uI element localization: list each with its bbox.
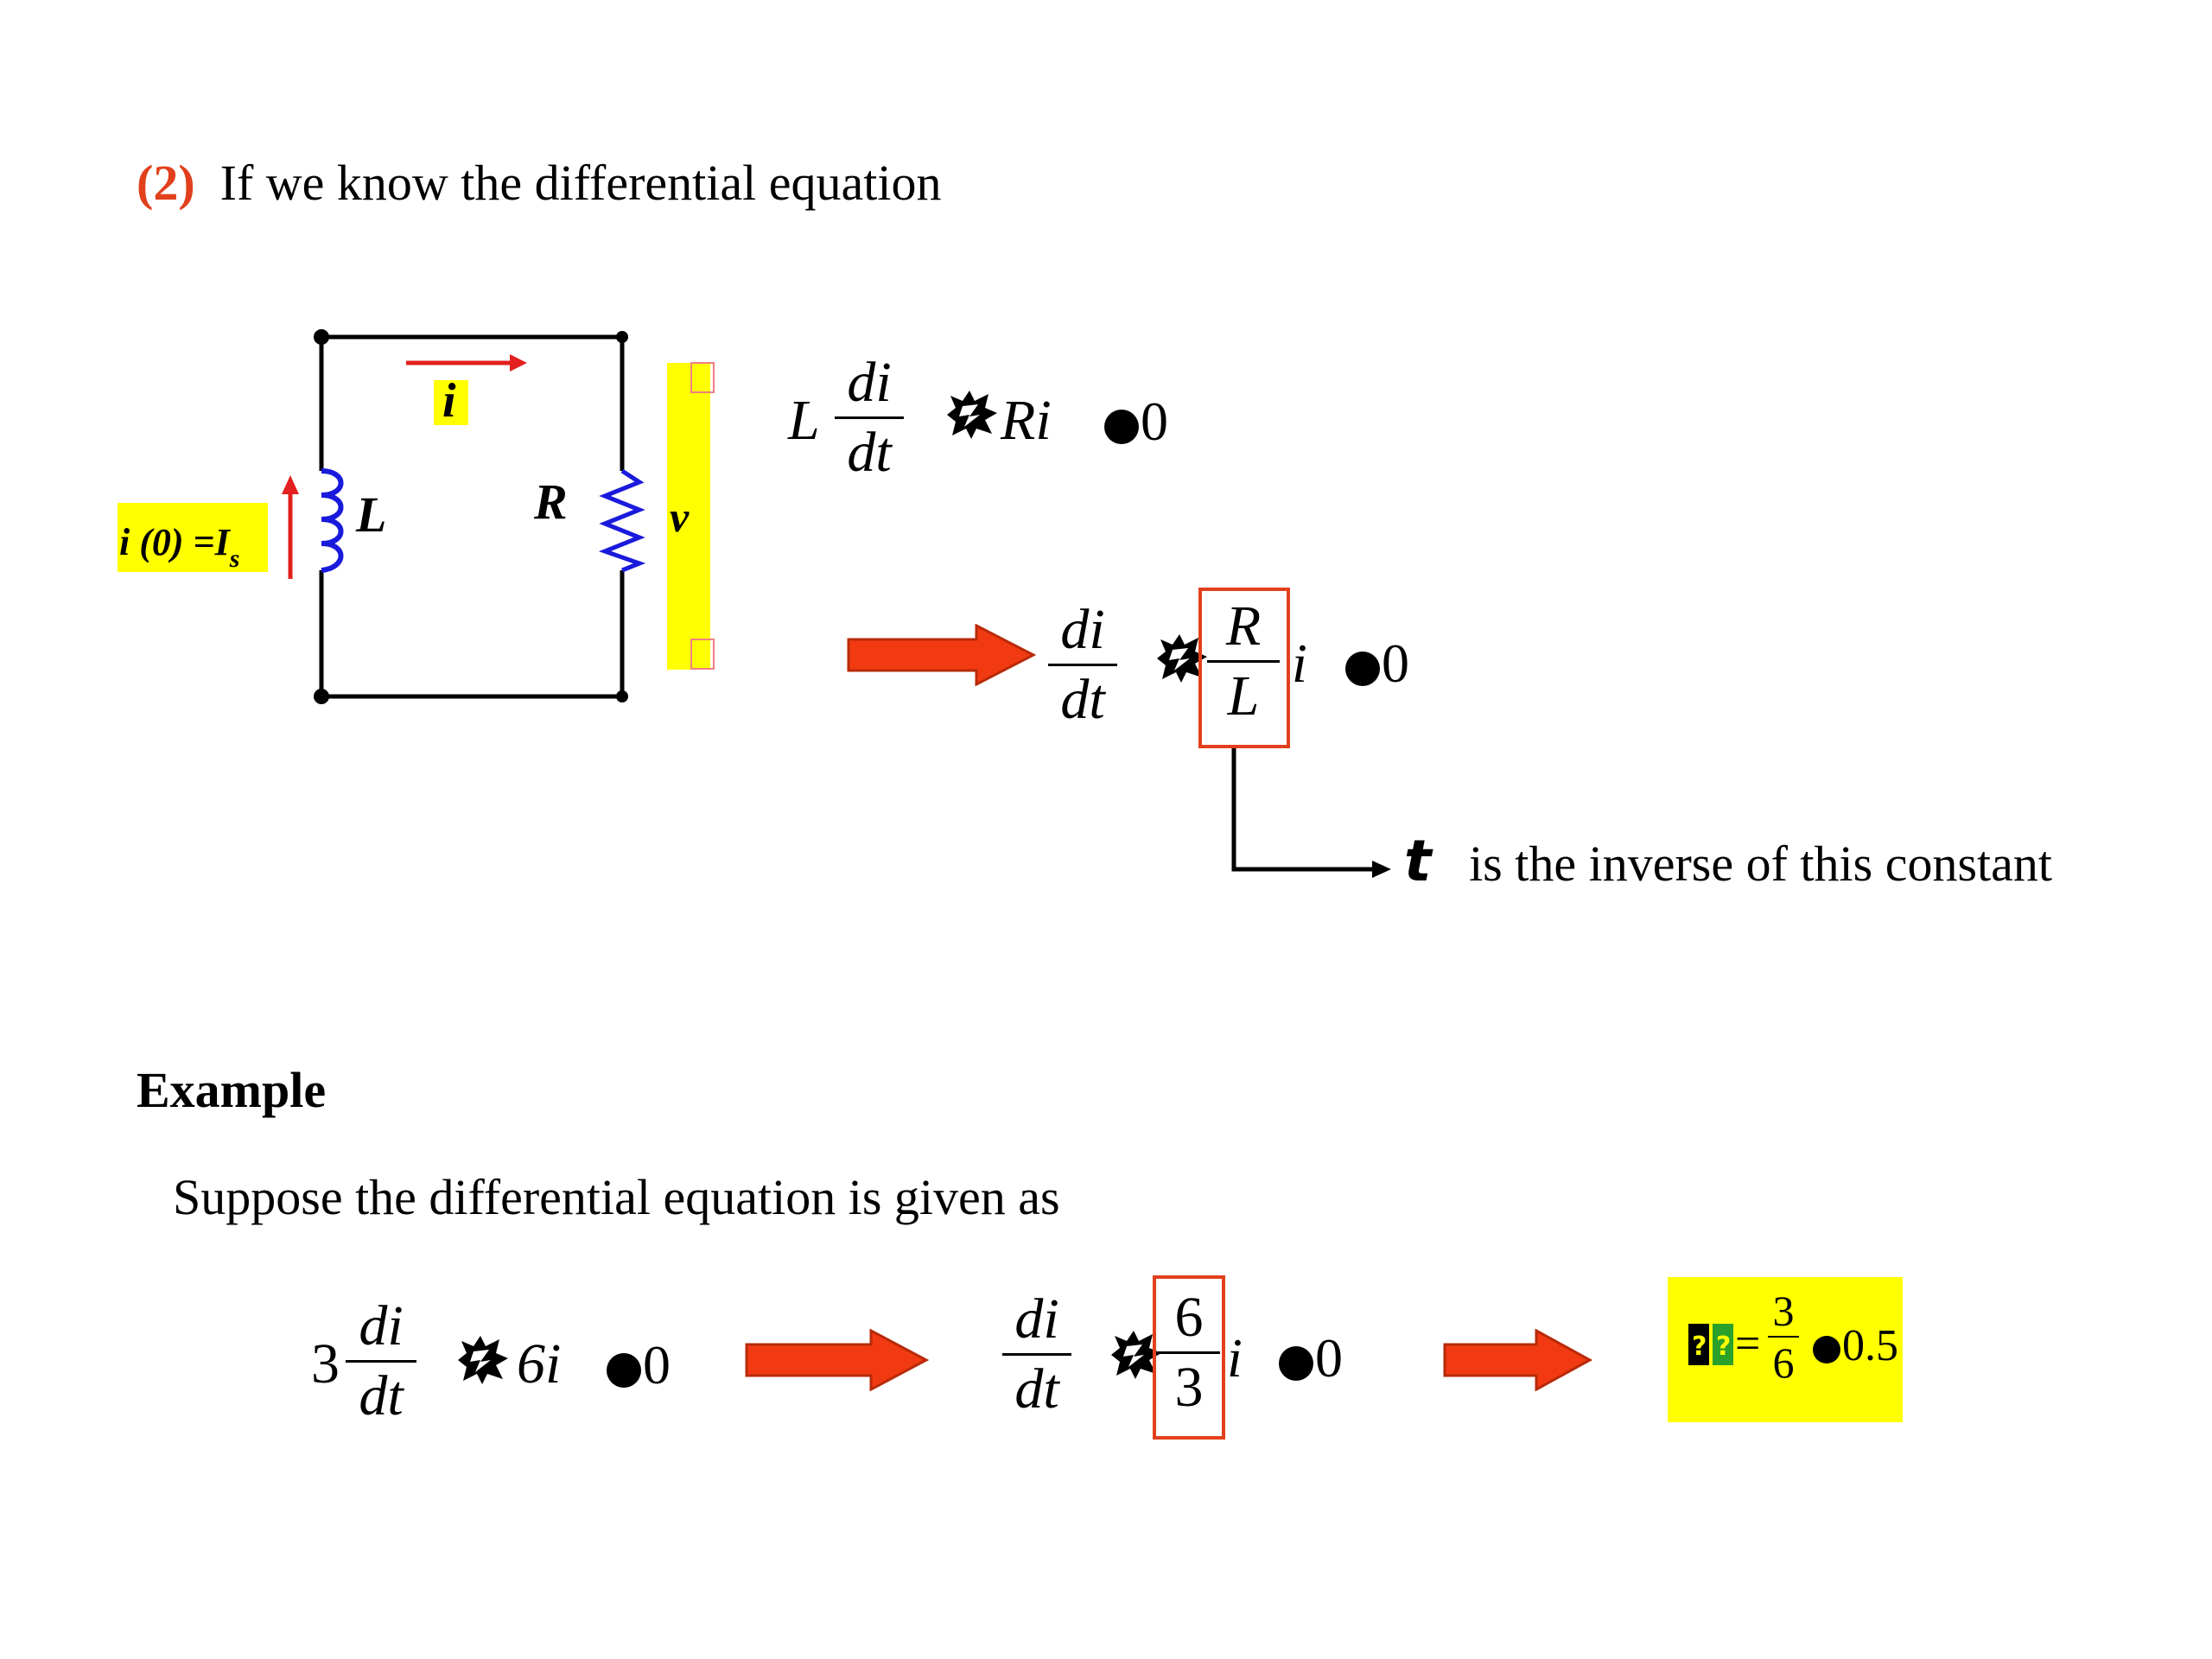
eq-b-denominator: dt [1014, 1357, 1059, 1421]
example-equation-a: 3 di dt 6i 0 [311, 1287, 691, 1452]
eq1-coefficient: L [788, 389, 820, 452]
fraction-bar [1048, 664, 1117, 666]
example-equation-b: di dt 6 3 i 0 [994, 1275, 1374, 1448]
node-dot [314, 329, 329, 345]
eq-b-derivative: di dt [1002, 1291, 1071, 1418]
eq1-resistive-term: Ri [1001, 389, 1052, 452]
equals-glyph-icon [1104, 410, 1139, 445]
resistor-label: R [533, 474, 568, 530]
plus-sign-glyph-icon [1111, 1331, 1161, 1379]
equals-glyph-icon [1813, 1336, 1840, 1364]
eq-a-coefficient: 3 [311, 1332, 340, 1395]
terminal-plus-icon [690, 362, 715, 393]
eq1-numerator: di [847, 351, 892, 414]
rl-circuit-diagram: i L R v i (0) =Is [118, 329, 715, 704]
initial-condition-text: i (0) =I [119, 521, 232, 563]
eq-b-coefficient: 6 3 [1158, 1289, 1220, 1416]
eq-a-denominator: dt [359, 1364, 404, 1427]
initial-condition-highlight [118, 503, 268, 572]
eq1-rhs: 0 [1141, 391, 1168, 452]
eq-b-variable: i [1227, 1327, 1243, 1389]
eq2-variable: i [1292, 632, 1307, 694]
tau-note: t is the inverse of this constant [1404, 828, 2052, 894]
voltage-highlight [667, 363, 710, 670]
eq2-coef-numerator: R [1225, 594, 1262, 658]
result-fraction: 3 6 [1768, 1289, 1799, 1384]
eq2-coefficient: R L [1207, 598, 1280, 725]
eq-a-term: 6i [517, 1332, 562, 1395]
svg-text:?: ? [1716, 1332, 1731, 1362]
eq-b-rhs: 0 [1315, 1327, 1343, 1389]
eq2-equals: 0 [1345, 636, 1409, 691]
terminal-minus-icon [690, 639, 715, 670]
equals-glyph-icon [1345, 652, 1380, 687]
current-label-highlight [434, 380, 468, 425]
example-title: Example [137, 1062, 327, 1118]
fraction-bar [1207, 660, 1280, 663]
fraction-bar [1768, 1336, 1799, 1338]
eq1-denominator: dt [847, 421, 892, 484]
eq2-numerator: di [1060, 598, 1105, 661]
equals-glyph-icon [607, 1353, 641, 1389]
section-number: (2) [137, 155, 195, 211]
eq1-equals: 0 [1104, 394, 1168, 449]
current-arrowhead-icon [510, 354, 527, 372]
section-heading-text: If we know the differential equation [219, 155, 942, 211]
eq-a-derivative: di dt [346, 1298, 416, 1425]
eq-b-numerator: di [1014, 1287, 1059, 1351]
eq-a-equals: 0 [607, 1338, 671, 1393]
result-numerator: 3 [1772, 1287, 1795, 1335]
pointer-arrow-icon [1231, 748, 1391, 878]
implies-arrow-icon [745, 1329, 930, 1391]
eq-b-equals: 0 [1279, 1331, 1343, 1386]
section-heading: (2) If we know the differential equation [137, 154, 941, 212]
voltage-label: v [670, 493, 690, 541]
eq-a-rhs: 0 [643, 1334, 671, 1395]
result-value-text: 0.5 [1842, 1321, 1898, 1370]
node-dot [616, 331, 628, 343]
current-label: i [442, 374, 456, 428]
resistor-zigzag-icon [598, 468, 646, 573]
example-coefficient-box [1153, 1275, 1225, 1440]
node-dot [314, 689, 329, 704]
inductor-coil-icon [321, 468, 344, 573]
implies-arrow-icon [847, 624, 1037, 686]
eq2-rhs: 0 [1382, 632, 1409, 694]
plus-sign-glyph-icon [458, 1336, 508, 1384]
result-box: ? ? = 3 6 0.5 [1668, 1277, 1903, 1422]
initial-current-arrowhead-icon [282, 475, 299, 494]
fraction-bar [346, 1360, 416, 1363]
eq1-derivative: di dt [835, 354, 904, 481]
inductor-label: L [355, 486, 386, 543]
equation-2: di dt R L i 0 [1041, 588, 1439, 760]
fraction-bar [1158, 1351, 1220, 1354]
plus-sign-glyph-icon [947, 391, 997, 439]
eq2-coef-denominator: L [1227, 664, 1260, 728]
initial-condition-label: i (0) =Is [119, 521, 239, 573]
implies-arrow-icon [1443, 1329, 1593, 1391]
tau-symbol: t [1404, 828, 1432, 894]
svg-text:?: ? [1692, 1332, 1707, 1362]
equals-glyph-icon [1279, 1346, 1313, 1382]
fraction-bar [1002, 1353, 1071, 1356]
tau-note-text: is the inverse of this constant [1469, 836, 2052, 892]
initial-condition-subscript: s [229, 544, 240, 573]
equation-1: L di dt Ri 0 [778, 346, 1227, 501]
eq2-derivative: di dt [1048, 601, 1117, 728]
eq-a-numerator: di [359, 1294, 404, 1357]
plus-sign-glyph-icon [1157, 634, 1207, 683]
example-intro: Suppose the differential equation is giv… [173, 1169, 1060, 1225]
tau-glyph-icon: ? ? [1688, 1324, 1733, 1365]
result-denominator: 6 [1772, 1338, 1795, 1387]
result-value: 0.5 [1813, 1324, 1898, 1369]
eq-b-coef-numerator: 6 [1174, 1286, 1204, 1349]
eq-b-coef-denominator: 3 [1174, 1356, 1204, 1419]
result-equals: = [1735, 1319, 1761, 1369]
node-dot [616, 690, 628, 702]
fraction-bar [835, 416, 904, 419]
time-constant-coefficient-box [1198, 588, 1290, 748]
eq2-denominator: dt [1060, 668, 1105, 731]
